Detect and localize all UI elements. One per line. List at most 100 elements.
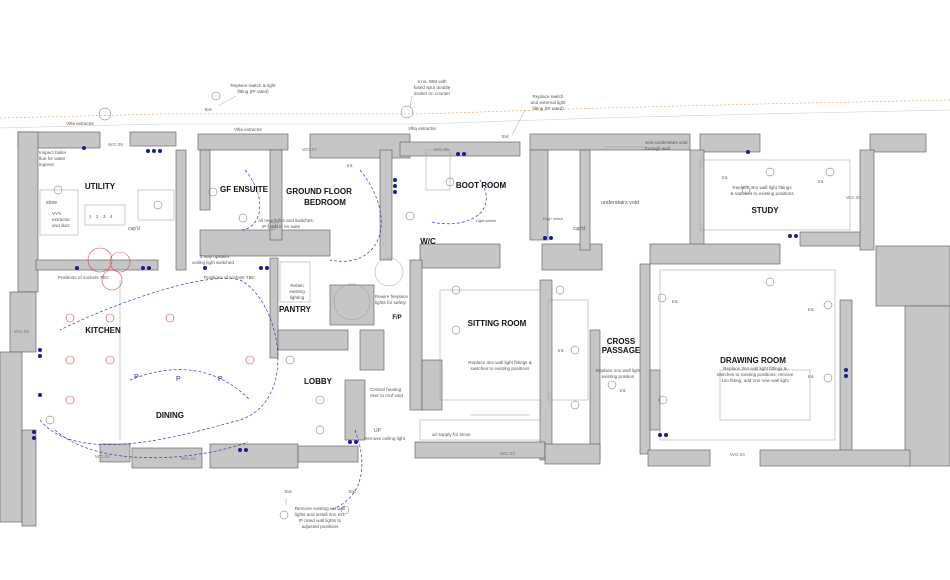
window-wg01: WG.01 [95,454,110,460]
note-extractor-1: Vltla extractor [66,121,95,126]
room-label-utility: UTILITY [85,182,116,191]
symbol-ext-3: Ext [285,489,292,494]
note-bottom-2: lights and install 2no ext. [295,512,345,517]
note-passage-1: Replace 1no wall light [596,368,641,373]
symbol-p-3: P [218,376,223,383]
note-pantry-3: lighting [290,295,305,300]
light-fittings [45,91,835,520]
note-bottom-1: Remove existing ext wall [295,506,346,511]
note-wm-2: fused spur double [414,85,451,90]
room-label-bedroom: BEDROOM [304,198,346,207]
room-label-gf-ensuite: GF ENSUITE [220,185,269,194]
note-ensuite-1: All new lights and switches; [258,218,314,223]
socket-markers [32,146,848,452]
room-label-ground-floor: GROUND FLOOR [286,187,352,196]
circuit-lines [39,169,487,511]
symbol-num-4: 4 [110,214,113,219]
label-cupd-utility: cup'd [128,226,140,232]
note-fireplace-1: Rewire fireplace [375,294,408,299]
symbol-int-8: Int. [818,179,824,184]
note-boiler-2: flue for water [39,156,66,161]
window-wg02: WG.02 [181,456,196,462]
symbol-int-5: Int. [808,307,814,312]
note-fireplace-2: lights for safety [375,300,407,305]
note-remove-ceiling: Remove ceiling light [364,436,406,441]
label-air-supply: air supply for stove [432,432,471,437]
symbol-int-7: Int. [722,175,728,180]
room-label-fp: F/P [392,315,401,321]
window-wg07: WG.07 [302,147,317,153]
note-dog-winch: Dog+ winch [543,217,563,221]
symbol-int-4: Int. [672,299,678,304]
note-study-1: Replace 3no wall light fittings [732,185,792,190]
note-study-2: & switches to existing positions [730,191,794,196]
room-label-lobby: LOBBY [304,377,333,386]
window-wg08: WG.08 [108,142,123,148]
note-sockets-1: Positions of sockets TBC [58,275,110,280]
symbol-p-1: P [134,374,139,381]
note-heating-2: riser to roof void [370,393,403,398]
note-light-switch: Light switch [476,219,496,223]
note-passage-2: existing position [602,374,635,379]
symbol-ext-4: Ext [349,489,356,494]
label-cupd-boot: cup'd [573,226,585,232]
note-extractor-3: Vltla extractor [408,126,437,131]
symbol-num-1: 1 [89,214,92,219]
room-label-drawing-room: DRAWING ROOM [720,356,786,365]
note-vv-2: extractor [52,217,70,222]
room-label-passage: PASSAGE [602,346,641,355]
walls [0,131,950,527]
symbol-ext-2: Ext [502,134,509,139]
note-heating-1: Central heating [370,387,402,392]
label-store: store [46,200,57,206]
note-vv-1: VV's [52,211,62,216]
note-drawing-2: switches to existing positions; remove [717,372,794,377]
room-label-sitting-room: SITTING ROOM [468,319,527,328]
symbol-ext-1: Ext [205,107,212,112]
window-wg04: WG.04 [730,452,745,458]
symbol-num-2: 2 [96,214,99,219]
note-wm-3: socket on counter [414,91,451,96]
note-2way-1: 2 way upstairs [200,254,230,259]
window-wg06: WG.06 [434,147,449,153]
note-ext-light-3: fitting (IP rated) [532,106,564,111]
note-2way-2: ceiling light switched [192,260,234,265]
note-pantry-2: existing [289,289,305,294]
site-boundary [0,99,950,129]
note-pantry-1: Retain [290,283,304,288]
label-understairs-void: understairs void [601,200,639,206]
note-bottom-4: adjusted positions [302,524,339,529]
room-label-kitchen: KITCHEN [85,326,121,335]
note-drawing-1: Replace 3no wall light fittings & [723,366,787,371]
symbol-int-3: Int. [620,388,626,393]
window-wg05: WG.05 [846,195,861,201]
label-up: UP [374,428,382,434]
symbol-int-1: Int. [347,163,353,168]
note-ext-light-1: Replace switch [533,94,564,99]
note-extractor-2: Vltla extractor [234,127,263,132]
room-label-study: STUDY [751,206,779,215]
note-bottom-3: IP rated wall lights to [299,518,342,523]
note-drawing-3: 1no fitting; add 1no new wall light [721,378,789,383]
room-label-dining: DINING [156,411,184,420]
window-wg03: WG.03 [500,451,515,457]
note-wm-1: 2 no. WM with [417,79,447,84]
symbol-int-6: Int. [808,374,814,379]
leader-lines [217,95,645,505]
note-replace-switch-1: Replace switch & light [231,83,277,88]
symbol-int-2: Int. [558,348,564,353]
note-replace-switch-2: fitting (IP rated) [237,89,269,94]
room-label-cross: CROSS [607,337,636,346]
note-ext-light-2: and external light [531,100,567,105]
note-boiler-3: ingress [39,162,55,167]
note-sitting-1: Replace 4no wall light fittings & [468,360,532,365]
symbol-p-2: P [176,376,181,383]
sockets-tbc-marks [65,247,255,405]
note-sitting-2: switches to existing positions [471,366,531,371]
note-boiler-1: Inspect boiler [39,150,67,155]
label-vent-1: vent understairs void [645,140,688,145]
interior-lines [39,149,851,441]
room-label-pantry: PANTRY [279,305,312,314]
room-label-wc: W/C [420,237,436,246]
